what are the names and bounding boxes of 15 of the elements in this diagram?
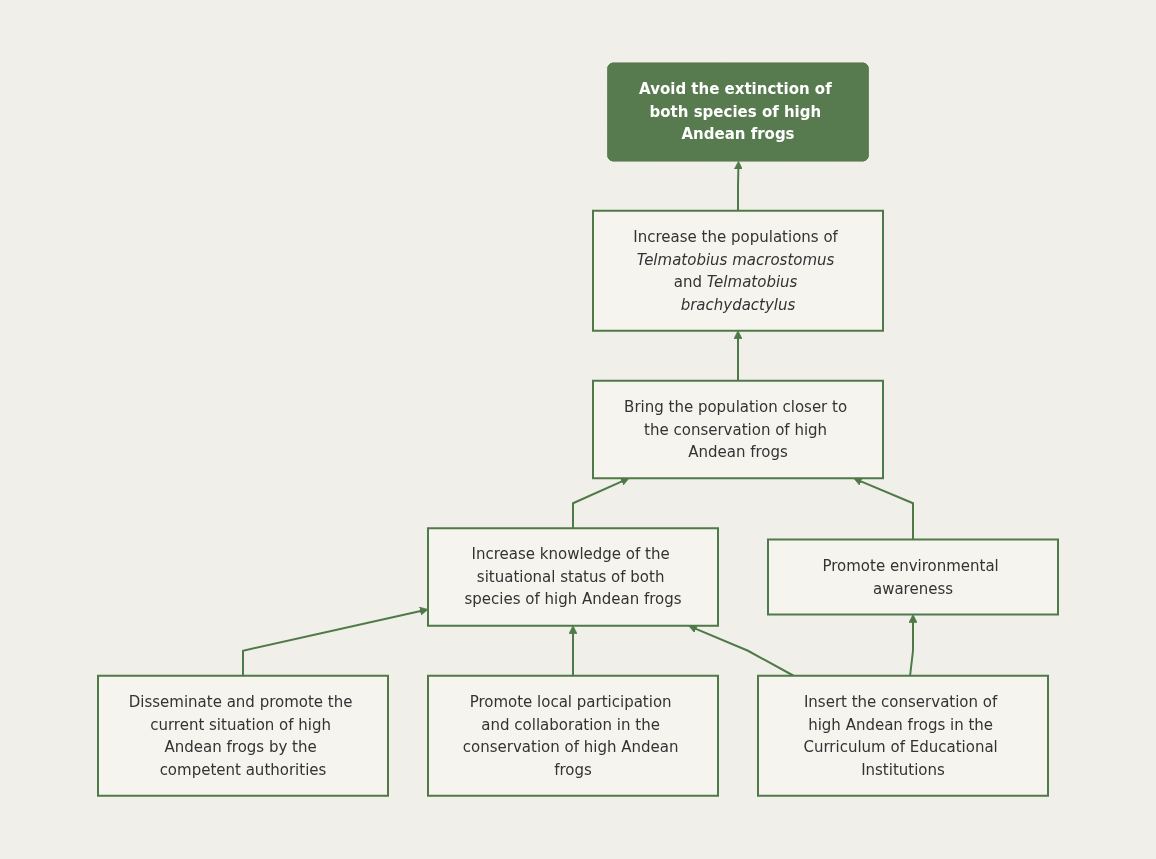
arrow — [908, 614, 918, 677]
arrow — [242, 606, 429, 677]
arrow — [688, 624, 795, 677]
arrow — [733, 330, 743, 382]
node-box: Disseminate and promote the current situation of high Andean frogs by the competent authorities — [97, 674, 389, 797]
node-box: Increase the populations of Telmatobius macrostomus and Telmatobius brachydactylus — [592, 209, 884, 332]
arrow — [568, 625, 578, 677]
arrow — [572, 477, 630, 530]
arrow — [853, 477, 914, 541]
node-box: Increase knowledge of the situational status of both species of high Andean frogs — [427, 527, 719, 627]
node-box: Insert the conservation of high Andean frogs in the Curriculum of Educational Institutions — [757, 674, 1049, 797]
node-box: Bring the population closer to the conservation of high Andean frogs — [592, 379, 884, 480]
node-box: Promote local participation and collaboration in the conservation of high Andean frogs — [427, 674, 719, 797]
arrow — [733, 160, 743, 212]
node-box: Promote environmental awareness — [767, 538, 1059, 616]
